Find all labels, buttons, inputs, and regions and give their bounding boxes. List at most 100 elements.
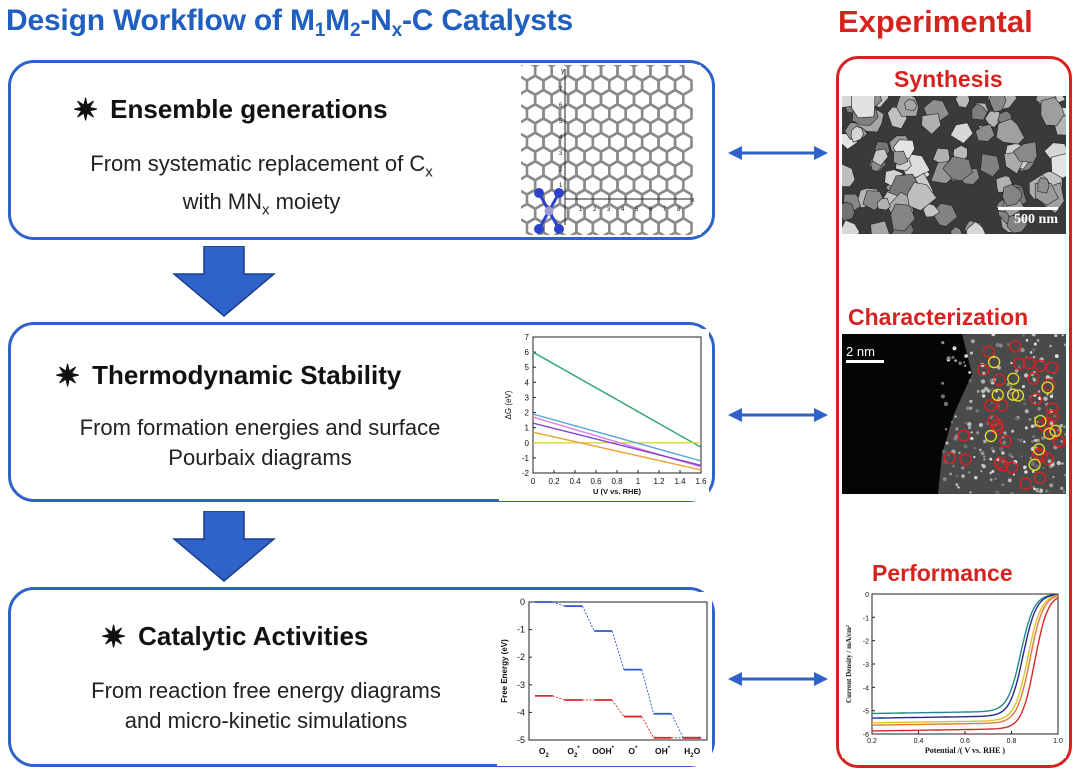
stem-speckle: [950, 420, 954, 424]
stem-speckle: [1031, 462, 1036, 467]
y-tick-label: -2: [522, 469, 530, 478]
atom-marker-red: [996, 399, 1009, 412]
stem-speckle: [1023, 465, 1027, 470]
stem-support-region: [938, 334, 1066, 494]
stem-speckle: [945, 441, 949, 445]
sem-particle: [850, 126, 864, 143]
category-label: O2*: [567, 746, 580, 759]
y-tick-label: -5: [517, 735, 525, 745]
stem-speckle: [962, 361, 966, 364]
y-tick-label: -6: [863, 732, 869, 739]
stem-speckle: [1062, 490, 1066, 493]
energy-connector: [611, 630, 625, 670]
atom-marker-red: [993, 456, 1007, 469]
ensemble-generations-box: ✷Ensemble generations From systematic re…: [8, 59, 715, 240]
polarization-curve: [872, 595, 1059, 726]
main-title: Design Workflow of M1M2-Nx-C Catalysts: [6, 4, 573, 41]
category-label: O*: [628, 746, 638, 756]
lattice-y-tick: 3: [559, 151, 563, 157]
atom-marker-red: [1009, 340, 1022, 353]
sem-particle: [906, 182, 938, 211]
x-tick-label: 1.6: [695, 477, 707, 486]
stem-speckle: [1028, 417, 1032, 421]
stem-speckle: [941, 381, 945, 385]
category-label: H2O: [684, 746, 700, 759]
sem-particle: [876, 197, 891, 211]
lattice-hexagon: [657, 216, 677, 239]
x-tick-label: 0.6: [590, 477, 602, 486]
synthesis-sem-image: 500 nm: [842, 96, 1066, 234]
sem-particle: [971, 103, 988, 121]
stem-speckle: [944, 428, 948, 431]
x-tick-label: 1.2: [653, 477, 665, 486]
lattice-y-tick: 2: [559, 167, 563, 173]
y-tick-label: -5: [863, 709, 869, 716]
stem-speckle: [992, 449, 996, 453]
thermo-heading: ✷Thermodynamic Stability: [55, 360, 402, 393]
x-tick-label: 0.4: [914, 738, 924, 745]
sem-particle: [955, 96, 970, 109]
sem-particle: [975, 123, 996, 142]
stem-speckle: [941, 449, 946, 454]
sem-particle: [842, 219, 860, 234]
y-tick-label: 7: [525, 333, 530, 342]
atom-marker-red: [993, 373, 1006, 386]
energy-connector: [552, 601, 565, 607]
stem-speckle: [1011, 429, 1015, 433]
sem-particle: [950, 226, 963, 234]
stem-speckle: [953, 436, 958, 441]
stem-speckle: [1009, 391, 1013, 395]
stem-speckle: [1049, 421, 1054, 426]
stem-speckle: [1049, 394, 1054, 399]
stem-speckle: [1010, 361, 1013, 365]
double-arrow-1: [728, 146, 828, 160]
atom-marker-red: [1045, 402, 1059, 415]
stem-speckle: [969, 491, 972, 494]
stem-speckle: [997, 405, 1001, 408]
y-axis-label: ΔG (eV): [504, 390, 513, 419]
atom-marker-yellow: [984, 429, 998, 443]
y-tick-label: -2: [517, 652, 525, 662]
x-tick-label: 0: [531, 477, 536, 486]
stem-speckle: [986, 389, 991, 393]
lattice-x-tick: 8: [677, 207, 681, 213]
nitrogen-atom: [534, 188, 544, 198]
characterization-label: Characterization: [848, 304, 1029, 330]
stem-speckle: [1051, 392, 1054, 395]
down-arrow-2: [172, 511, 276, 582]
thermodynamic-stability-box: ✷Thermodynamic Stability From formation …: [8, 322, 715, 502]
stem-speckle: [1001, 451, 1005, 455]
atom-marker-yellow: [1034, 414, 1047, 428]
stem-speckle: [951, 355, 955, 359]
down-arrow-1: [172, 246, 276, 317]
stem-speckle: [958, 451, 961, 455]
stem-speckle: [1064, 343, 1066, 347]
stem-speckle: [1012, 473, 1016, 476]
stem-speckle: [955, 483, 959, 487]
stem-speckle: [981, 389, 986, 394]
stem-speckle: [1049, 344, 1052, 348]
atom-marker-yellow: [987, 355, 1001, 369]
atom-marker-red: [1033, 471, 1047, 484]
stem-speckle: [1034, 439, 1038, 443]
stem-speckle: [1047, 459, 1052, 464]
lattice-x-tick: 2: [593, 207, 597, 213]
lattice-hexagon: [608, 216, 627, 239]
stem-speckle: [981, 464, 986, 469]
stem-speckle: [1043, 396, 1048, 401]
stem-speckle: [991, 469, 995, 473]
sem-particle: [870, 220, 890, 234]
lattice-hexagon: [640, 216, 660, 239]
stem-speckle: [949, 472, 953, 476]
atom-marker-red: [987, 414, 1000, 428]
x-tick-label: 0.6: [960, 738, 970, 745]
performance-label: Performance: [872, 560, 1013, 586]
stem-speckle: [1059, 486, 1064, 491]
category-label: OOH*: [592, 746, 614, 756]
sem-particle: [904, 99, 918, 112]
stem-speckle: [999, 447, 1003, 451]
stem-speckle: [970, 431, 973, 434]
stem-speckle: [957, 486, 960, 489]
y-tick-label: -1: [517, 625, 525, 635]
